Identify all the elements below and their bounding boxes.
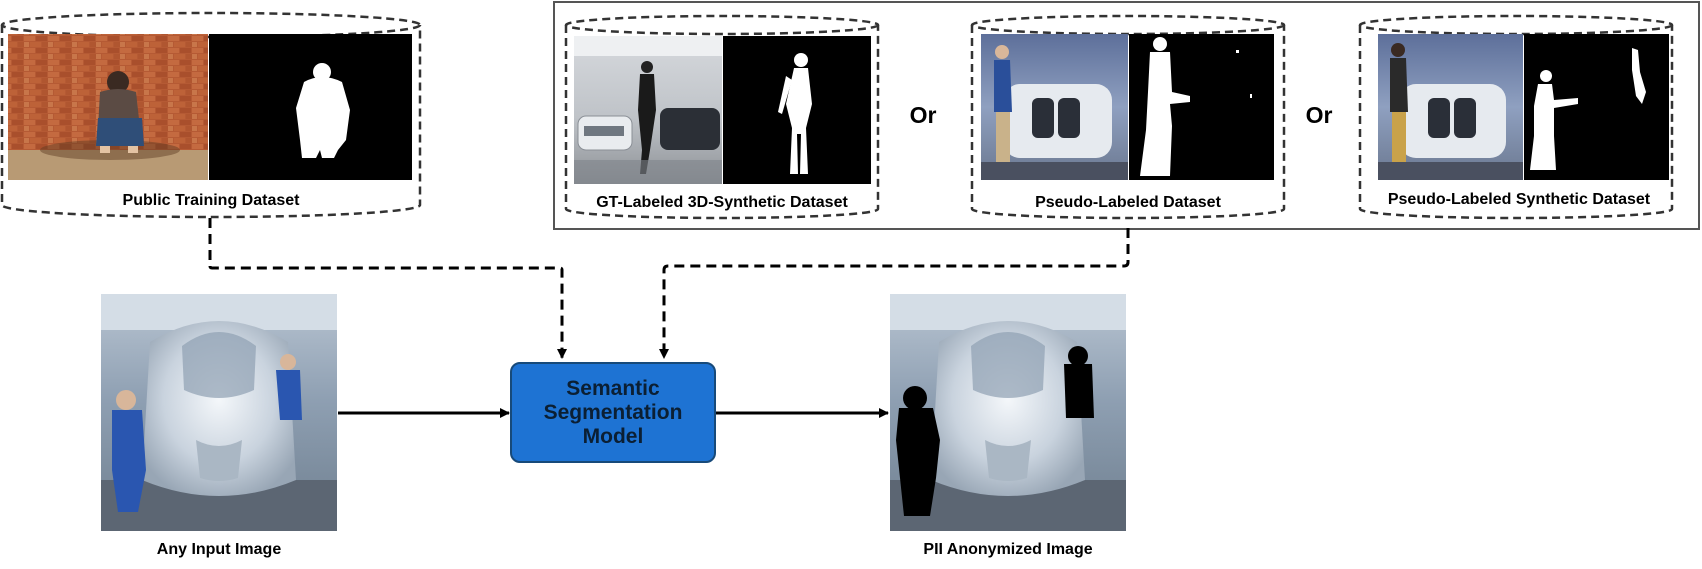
public-training-dataset-cylinder (0, 11, 422, 219)
model-label-line1: Semantic (566, 376, 660, 400)
pseudo-labeled-dataset-label: Pseudo-Labeled Dataset (1035, 194, 1221, 211)
output-image-caption: PII Anonymized Image (923, 541, 1093, 558)
output-image (890, 294, 1126, 531)
or-label-2: Or (1305, 102, 1333, 128)
pseudo-synthetic-dataset-label: Pseudo-Labeled Synthetic Dataset (1387, 191, 1651, 208)
pseudo-sample-photo (981, 34, 1128, 180)
input-image (101, 294, 337, 531)
model-label-line2: Segmentation (543, 400, 683, 424)
pseudo-labeled-dataset-cylinder (970, 14, 1286, 220)
public-sample-mask (209, 34, 412, 180)
gt-synthetic-dataset-cylinder (564, 14, 880, 220)
gt-synthetic-dataset-label: GT-Labeled 3D-Synthetic Dataset (596, 194, 848, 211)
gt-synthetic-sample-photo (574, 36, 722, 184)
pseudo-to-model-arrow (659, 228, 1130, 359)
model-label-line3: Model (582, 424, 644, 448)
public-sample-photo (8, 34, 208, 180)
public-dataset-label: Public Training Dataset (122, 192, 300, 209)
model-label: Semantic Segmentation Model (511, 363, 715, 462)
pseudo-sample-mask (1129, 34, 1274, 180)
pseudo-synthetic-dataset-cylinder (1358, 14, 1674, 220)
segmentation-model-box (510, 362, 716, 463)
pseudo-synthetic-sample-mask (1524, 34, 1669, 180)
input-image-caption: Any Input Image (156, 541, 282, 558)
or-label-1: Or (909, 102, 937, 128)
pseudo-synthetic-sample-photo (1378, 34, 1523, 180)
gt-synthetic-sample-mask (723, 36, 871, 184)
public-to-model-arrow (208, 218, 567, 359)
